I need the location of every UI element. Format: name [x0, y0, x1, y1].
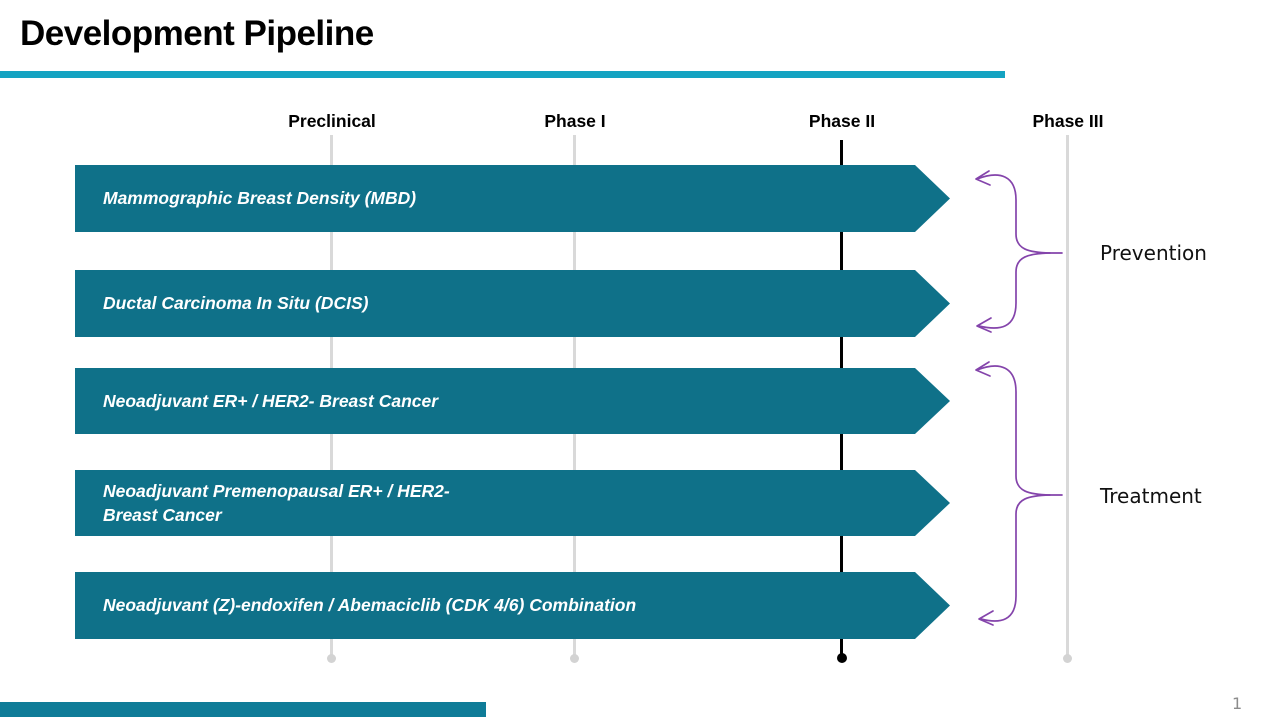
- arrow-tip-icon: [976, 317, 992, 333]
- phase-header-preclinical: Preclinical: [288, 111, 376, 131]
- arrow-tip-icon: [975, 361, 991, 377]
- pipeline-bar-label: Ductal Carcinoma In Situ (DCIS): [103, 293, 369, 314]
- gridline-phase3: [1066, 135, 1069, 658]
- arrow-tip-icon: [975, 170, 991, 186]
- pipeline-bar-label: Neoadjuvant (Z)-endoxifen / Abemaciclib …: [103, 595, 637, 616]
- page-title: Development Pipeline: [20, 14, 374, 53]
- pipeline-bar-neoadjuvant-er: Neoadjuvant ER+ / HER2- Breast Cancer: [75, 368, 950, 434]
- pipeline-bar-neoadjuvant-premenopausal: Neoadjuvant Premenopausal ER+ / HER2- Br…: [75, 470, 950, 536]
- gridline-end-dot-emphasized: [837, 653, 847, 663]
- gridline-end-dot: [570, 654, 579, 663]
- prevention-brace-top: [976, 174, 1063, 254]
- group-label-treatment: Treatment: [1100, 484, 1202, 508]
- pipeline-bar-mbd: Mammographic Breast Density (MBD): [75, 165, 950, 232]
- treatment-brace-top: [976, 365, 1063, 496]
- pipeline-bar-label-line2: Breast Cancer: [103, 505, 222, 525]
- treatment-brace-bottom: [980, 494, 1051, 622]
- phase-header-phase2: Phase II: [808, 111, 876, 131]
- gridline-end-dot: [1063, 654, 1072, 663]
- group-label-prevention: Prevention: [1100, 241, 1207, 265]
- arrow-tip-icon: [978, 610, 994, 626]
- pipeline-bar-endoxifen-combination: Neoadjuvant (Z)-endoxifen / Abemaciclib …: [75, 572, 950, 639]
- pipeline-bar-label: Mammographic Breast Density (MBD): [103, 188, 417, 209]
- page-number: 1: [1232, 694, 1243, 713]
- pipeline-bar-label: Neoadjuvant ER+ / HER2- Breast Cancer: [103, 390, 439, 411]
- gridline-end-dot: [327, 654, 336, 663]
- phase-header-phase1: Phase I: [544, 111, 606, 131]
- pipeline-bar-label: Neoadjuvant Premenopausal ER+ / HER2-: [103, 480, 450, 501]
- phase-header-phase3: Phase III: [1032, 111, 1104, 131]
- title-underline-rule: [0, 71, 1005, 78]
- prevention-brace-bottom: [978, 252, 1051, 329]
- pipeline-bar-dcis: Ductal Carcinoma In Situ (DCIS): [75, 270, 950, 337]
- footer-accent-strip: [0, 702, 486, 717]
